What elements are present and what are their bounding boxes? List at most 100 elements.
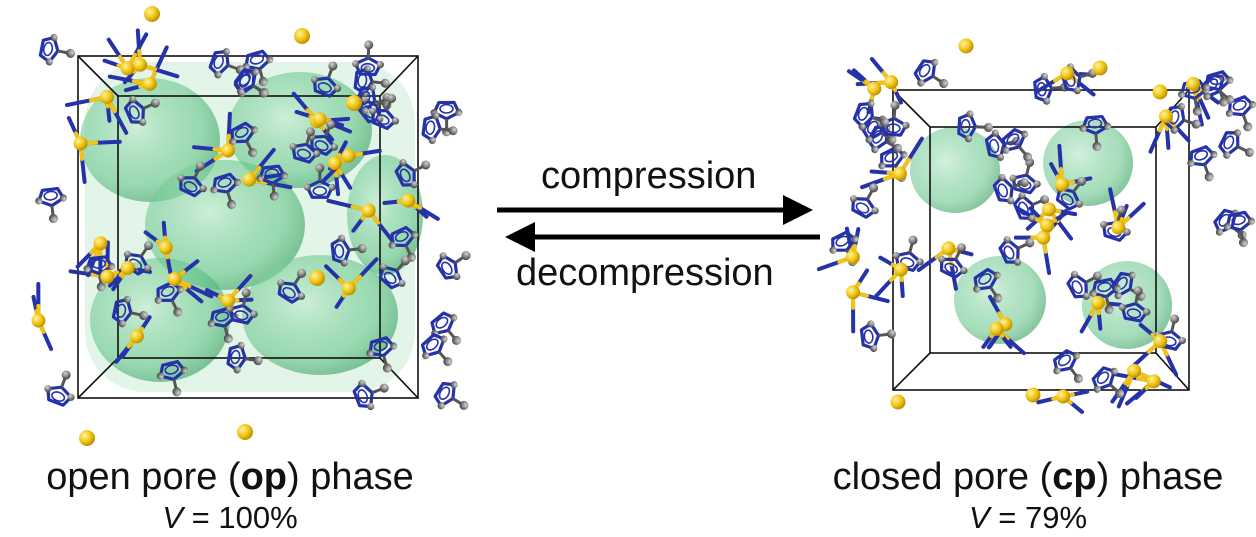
open-pore-caption: open pore (op) phase V = 100% (10, 458, 450, 533)
op-imidazolate-ring (226, 341, 263, 374)
cp-imidazolate-ring (1053, 349, 1083, 384)
cp-imidazolate-ring (1187, 145, 1218, 182)
op-zinc-atom (221, 143, 236, 158)
cp-zinc-atom (1159, 109, 1174, 124)
cp-zinc-atom (1153, 334, 1168, 349)
op-zinc-atom (401, 193, 416, 208)
op-zinc-atom (120, 61, 135, 76)
cp-imidazolate-ring (1089, 277, 1121, 315)
cp-zinc-atom (941, 241, 956, 256)
cp-pore-sphere (910, 127, 1000, 213)
cp-imidazolate-ring (1066, 270, 1102, 300)
op-zinc-atom (133, 57, 148, 72)
cp-imidazolate-ring (859, 320, 896, 353)
op-imidazolate-ring (156, 360, 189, 397)
op-imidazolate-ring (310, 61, 342, 98)
op-zinc-atom (99, 89, 114, 104)
op-zinc-atom (361, 203, 376, 218)
cp-zinc-atom (1060, 66, 1075, 81)
op-zinc-atom (129, 329, 144, 344)
cp-imidazolate-ring (998, 236, 1035, 266)
op-imidazolate-ring (420, 333, 453, 367)
op-imidazolate-ring (433, 381, 469, 410)
op-atoms (31, 6, 416, 446)
op-phase-label: open pore (op) phase (46, 456, 414, 498)
cp-zinc-atom (893, 262, 908, 277)
cp-zinc-atom (989, 321, 1004, 336)
cp-imidazolate-ring (1079, 114, 1112, 151)
op-imidazolate-ring (44, 370, 75, 407)
op-imidazolate-ring (111, 295, 149, 328)
cp-zinc-atom (1127, 363, 1142, 378)
cp-zinc-atom (1146, 374, 1161, 389)
cp-zinc-atom (1111, 220, 1126, 235)
op-zinc-atom (158, 240, 173, 255)
op-zinc-atom (120, 260, 135, 275)
op-imidazolate-ring (388, 225, 419, 262)
cp-imidazolate-ring (1223, 210, 1256, 248)
cp-imidazolate-ring (1033, 72, 1070, 105)
cp-imidazolate-ring (1110, 271, 1146, 301)
op-imidazolate-ring (421, 112, 458, 145)
cp-zinc-atom (1040, 218, 1055, 233)
cp-imidazolate-ring (1225, 95, 1256, 132)
op-zinc-atom (144, 6, 160, 22)
cp-zinc-atom (846, 285, 861, 300)
op-zinc-atom (142, 76, 157, 91)
cp-phase-label: closed pore (cp) phase (832, 456, 1224, 498)
cp-zinc-atom (892, 166, 907, 181)
cp-abbreviation: cp (1052, 456, 1097, 498)
op-imidazolate-ring (177, 161, 207, 198)
compression-label: compression (541, 155, 757, 197)
op-imidazolate-ring (277, 268, 307, 304)
cp-zinc-atom (1152, 84, 1168, 100)
op-imidazolate-ring (226, 288, 258, 325)
op-zinc-atom (167, 272, 182, 287)
op-imidazolate-ring (435, 251, 471, 281)
op-zinc-atom (79, 430, 95, 446)
op-imidazolate-ring (123, 95, 160, 126)
op-imidazolate-ring (394, 159, 431, 189)
op-imidazolate-ring (378, 256, 410, 290)
op-imidazolate-ring (233, 68, 268, 98)
cp-zinc-atom (958, 38, 974, 54)
cp-imidazolate-ring (1091, 366, 1125, 398)
cp-zinc-atom (1036, 230, 1051, 245)
cp-imidazolate-ring (992, 173, 1029, 205)
op-zinc-atom (309, 270, 325, 286)
op-imidazolate-ring (210, 172, 242, 209)
open-pore-structure (31, 6, 471, 446)
op-zinc-atom (341, 281, 356, 296)
cp-imidazolate-ring (1218, 129, 1255, 159)
op-imidazolate-ring (369, 93, 400, 130)
op-imidazolate-ring (242, 49, 274, 87)
op-abbreviation: op (240, 456, 288, 498)
cp-imidazolate-ring (913, 58, 949, 88)
op-zinc-atom (31, 313, 46, 328)
cp-imidazolate-ring (973, 267, 1003, 303)
cp-bonds (816, 57, 1220, 414)
cp-zinc-atom (1186, 76, 1201, 91)
op-imidazolate-ring (303, 163, 336, 199)
cp-zinc-atom (867, 81, 882, 96)
cp-imidazolate-ring (1118, 286, 1151, 323)
op-zinc-atom (237, 424, 253, 440)
cp-imidazolate-ring (852, 100, 890, 131)
cp-imidazolate-ring (1202, 70, 1234, 107)
cp-imidazolate-ring (849, 183, 879, 219)
op-zinc-atom (312, 112, 327, 127)
op-imidazolate-ring (352, 40, 384, 77)
op-imidazolate-ring (38, 33, 76, 66)
op-imidazolate-ring (208, 48, 245, 79)
cp-zinc-atom (1092, 60, 1108, 76)
op-imidazolate-ring (256, 164, 289, 201)
cp-zinc-atom (845, 250, 860, 265)
cp-imidazolate-ring (1009, 157, 1041, 195)
cp-volume-label: V = 79% (968, 500, 1088, 535)
op-zinc-atom (93, 236, 108, 251)
cp-pore-sphere (1043, 120, 1133, 206)
closed-pore-caption: closed pore (cp) phase V = 79% (800, 458, 1256, 533)
equilibrium-arrows (497, 195, 820, 252)
op-imidazolate-ring (229, 121, 259, 158)
